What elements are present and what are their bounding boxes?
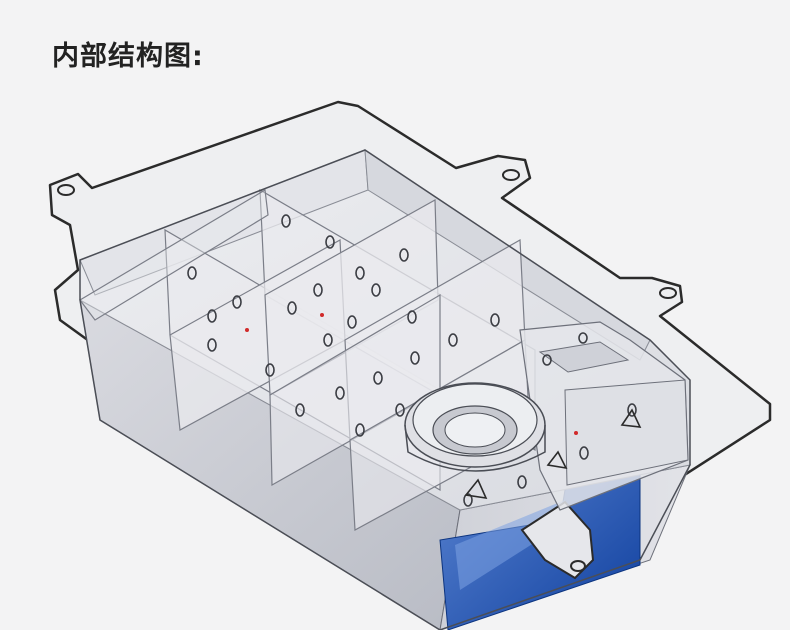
partition-holes — [187, 214, 637, 507]
tank-structure-diagram — [0, 90, 790, 630]
clips — [464, 408, 642, 500]
tab-hole-right — [659, 287, 677, 299]
page-title: 内部结构图: — [52, 41, 204, 72]
tank-structure-diagram-icon — [48, 100, 772, 630]
tab-hole-top-right — [502, 169, 520, 181]
red-markers — [245, 313, 578, 435]
outlet-ring — [404, 382, 546, 472]
tab-hole-left — [57, 184, 75, 196]
rim-outline — [79, 149, 691, 630]
pump-chamber-step — [538, 341, 630, 373]
pump-chamber-wall — [564, 379, 689, 486]
front-flap-hole — [570, 560, 586, 572]
